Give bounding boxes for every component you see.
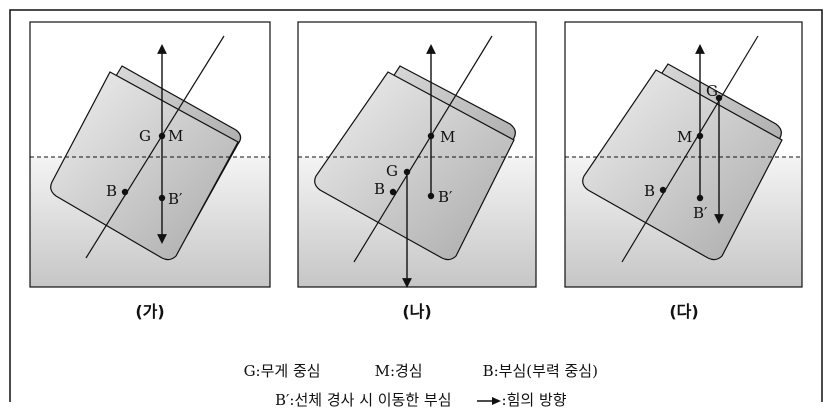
label-b: B <box>374 180 385 198</box>
point-m <box>427 132 435 140</box>
hull-front <box>50 71 239 261</box>
label-bp: B′ <box>438 188 453 206</box>
panel-na: M G B B′ <box>297 21 537 288</box>
label-g: G <box>139 127 151 145</box>
caption-da: (다) <box>669 302 699 321</box>
point-g <box>158 132 166 140</box>
label-g: G <box>706 82 718 100</box>
label-bp: B′ <box>168 190 183 208</box>
label-b: B <box>106 182 117 200</box>
panel-ga: G M B B′ <box>29 21 271 288</box>
point-b <box>659 186 667 194</box>
label-g: G <box>386 162 398 180</box>
panel-da: G M B B′ <box>564 21 803 288</box>
legend-row-2: B′:선체 경사 시 이동한 부심 :힘의 방향 <box>0 371 832 410</box>
point-m <box>696 132 704 140</box>
legend-row-1: G:무게 중심 M:경심 B:부심(부력 중심) <box>0 342 832 381</box>
panel-border <box>564 21 803 288</box>
label-m: M <box>440 128 455 146</box>
centerline <box>85 35 225 259</box>
arrow-icon <box>476 397 501 405</box>
hull-front <box>314 71 515 261</box>
legend-b: B:부심(부력 중심) <box>482 362 598 380</box>
legend-bp: B′:선체 경사 시 이동한 부심 <box>274 391 452 409</box>
point-bp <box>696 194 704 202</box>
point-g <box>715 94 723 102</box>
label-m: M <box>168 127 183 145</box>
caption-na: (나) <box>402 302 432 321</box>
point-bp <box>427 192 435 200</box>
panel-border <box>29 21 271 288</box>
point-b <box>389 188 397 196</box>
legend-arrow: :힘의 방향 <box>501 391 567 409</box>
legend-m: M:경심 <box>374 362 423 380</box>
label-m: M <box>677 128 692 146</box>
legend-g: G:무게 중심 <box>243 362 321 380</box>
point-b <box>121 188 129 196</box>
hull-front <box>582 69 783 261</box>
centerline <box>621 35 759 263</box>
label-b: B <box>644 182 655 200</box>
centerline <box>353 35 493 263</box>
label-bp: B′ <box>693 204 708 222</box>
caption-ga: (가) <box>135 302 165 321</box>
point-g <box>403 168 411 176</box>
outer-border <box>9 9 823 402</box>
panel-border <box>297 21 537 288</box>
point-bp <box>158 194 166 202</box>
